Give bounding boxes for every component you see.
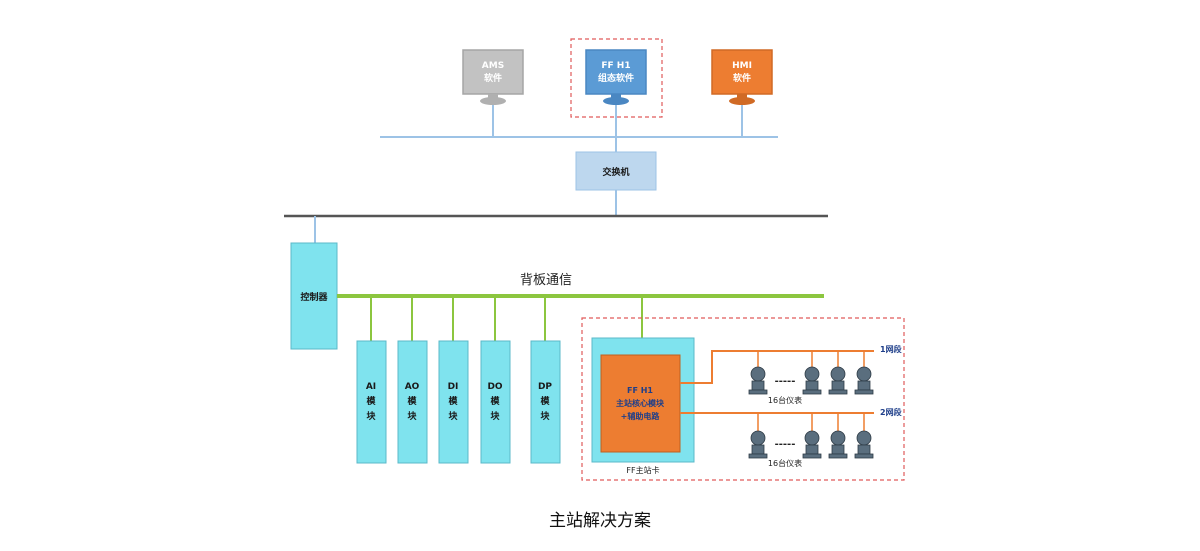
- io-module-ao: AO 模 块: [397, 340, 428, 464]
- seg2-instrument-4: [854, 430, 874, 459]
- io-module-ai-box: [356, 340, 387, 464]
- seg1-instrument-2-body: [805, 380, 819, 391]
- master-core-label2: 主站核心模块: [616, 398, 665, 408]
- seg1-instrument-4-body: [857, 380, 871, 391]
- segment1-trunk: [680, 350, 874, 384]
- segment2-label: 2网段: [880, 407, 902, 417]
- seg1-devices-label: 16台仪表: [768, 395, 802, 405]
- seg1-instrument-1-body: [751, 380, 765, 391]
- seg2-instrument-1-body: [751, 444, 765, 455]
- hmi-workstation: HMI 软件: [711, 49, 773, 105]
- hmi-monitor-base: [729, 97, 755, 105]
- seg2-instrument-2-body: [805, 444, 819, 455]
- switch-label: 交换机: [602, 166, 629, 178]
- io-module-di: DI 模 块: [438, 340, 469, 464]
- io-module-dp-label2: 模: [540, 395, 550, 407]
- io-module-di-label2: 模: [448, 395, 458, 407]
- io-module-ao-box: [397, 340, 428, 464]
- hmi-monitor-screen: [711, 49, 773, 95]
- seg1-instrument-1-flange: [748, 389, 768, 395]
- backplane-label: 背板通信: [520, 273, 572, 288]
- seg1-instrument-1: [748, 366, 768, 395]
- seg1-instrument-3: [828, 366, 848, 395]
- seg1-instrument-2-flange: [802, 389, 822, 395]
- io-module-di-label3: 块: [448, 410, 458, 422]
- figure-caption: 主站解决方案: [549, 511, 651, 531]
- hmi-label-line1: HMI: [732, 61, 752, 71]
- seg1-instrument-4-flange: [854, 389, 874, 395]
- seg2-instrument-1: [748, 430, 768, 459]
- ff-monitor-neck: [611, 94, 621, 98]
- seg2-instrument-4-body: [857, 444, 871, 455]
- ff-config-workstation: FF H1 组态软件: [585, 49, 647, 105]
- seg2-instrument-2-flange: [802, 453, 822, 459]
- seg1-instrument-3-flange: [828, 389, 848, 395]
- seg2-instrument-2: [802, 430, 822, 459]
- io-module-do-box: [480, 340, 511, 464]
- seg2-instrument-1-flange: [748, 453, 768, 459]
- io-module-do-label2: 模: [490, 395, 500, 407]
- io-module-do-label3: 块: [490, 410, 500, 422]
- seg2-instrument-4-flange: [854, 453, 874, 459]
- io-module-dp-box: [530, 340, 561, 464]
- io-module-dp-label3: 块: [540, 410, 550, 422]
- io-module-dp: DP 模 块: [530, 340, 561, 464]
- ff-monitor-base: [603, 97, 629, 105]
- ams-label-line2: 软件: [484, 72, 502, 84]
- io-module-ai-label1: AI: [366, 382, 376, 392]
- seg2-instrument-3-head: [830, 430, 846, 446]
- master-core-label3: +辅助电路: [621, 411, 661, 421]
- seg1-instrument-1-head: [750, 366, 766, 382]
- io-module-di-label1: DI: [448, 382, 459, 392]
- seg1-instrument-2-head: [804, 366, 820, 382]
- ff-monitor-screen: [585, 49, 647, 95]
- master-solution-highlight-box: [581, 317, 905, 481]
- seg2-instrument-2-head: [804, 430, 820, 446]
- seg1-instrument-3-head: [830, 366, 846, 382]
- hmi-monitor-neck: [737, 94, 747, 98]
- ams-label-line1: AMS: [482, 61, 504, 71]
- network-switch: [575, 151, 657, 191]
- seg1-instrument-2: [802, 366, 822, 395]
- master-core-label1: FF H1: [627, 386, 653, 395]
- segment1-label: 1网段: [880, 344, 902, 354]
- ff-config-highlight-box: [570, 38, 663, 118]
- seg2-instrument-4-head: [856, 430, 872, 446]
- io-module-di-box: [438, 340, 469, 464]
- seg2-instrument-3: [828, 430, 848, 459]
- io-module-ai-label3: 块: [366, 410, 376, 422]
- master-card-label: FF主站卡: [626, 465, 659, 475]
- io-module-ai-label2: 模: [366, 395, 376, 407]
- io-module-ao-label1: AO: [405, 382, 420, 392]
- ff-label-line1: FF H1: [601, 61, 630, 71]
- seg1-ellipsis: -----: [775, 376, 796, 387]
- ams-monitor-base: [480, 97, 506, 105]
- io-module-do-label1: DO: [487, 382, 502, 392]
- seg2-instrument-1-head: [750, 430, 766, 446]
- hmi-label-line2: 软件: [733, 72, 751, 84]
- io-module-ao-label2: 模: [407, 395, 417, 407]
- io-module-do: DO 模 块: [480, 340, 511, 464]
- controller-label: 控制器: [300, 291, 328, 303]
- seg2-instrument-3-body: [831, 444, 845, 455]
- seg2-ellipsis: -----: [775, 439, 796, 450]
- seg1-instrument-4-head: [856, 366, 872, 382]
- master-core-module: [600, 354, 681, 453]
- io-module-ao-label3: 块: [407, 410, 417, 422]
- seg2-instrument-3-flange: [828, 453, 848, 459]
- io-module-dp-label1: DP: [538, 382, 552, 392]
- ff-label-line2: 组态软件: [598, 72, 634, 84]
- io-module-ai: AI 模 块: [356, 340, 387, 464]
- seg2-devices-label: 16台仪表: [768, 458, 802, 468]
- ams-workstation: AMS 软件: [462, 49, 524, 105]
- seg1-instrument-4: [854, 366, 874, 395]
- ams-monitor-neck: [488, 94, 498, 98]
- seg1-instrument-3-body: [831, 380, 845, 391]
- ams-monitor-screen: [462, 49, 524, 95]
